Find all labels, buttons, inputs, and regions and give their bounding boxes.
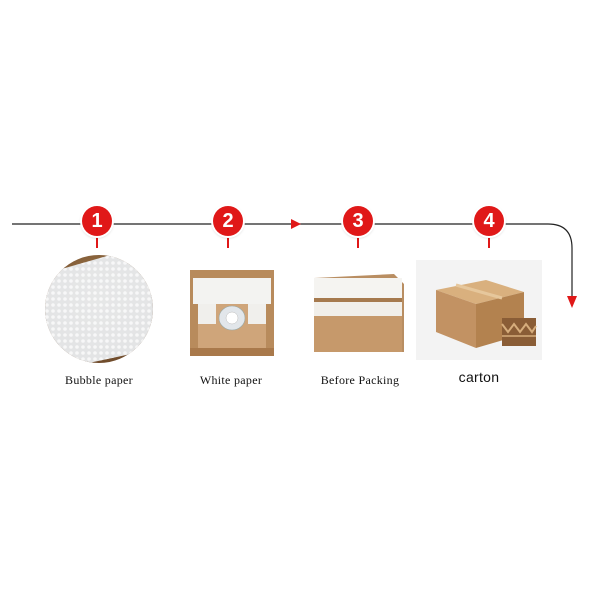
step-1-badge: 1 [82, 206, 112, 236]
step-4-caption: carton [458, 369, 500, 385]
flow-arrow-down-icon [567, 296, 577, 308]
flow-arrow-icon [291, 219, 301, 229]
step-4-stem [488, 234, 490, 248]
step-1-stem [96, 234, 98, 248]
step-3-stem [357, 234, 359, 248]
open-box-white-paper-icon [190, 270, 274, 356]
step-2-stem [227, 234, 229, 248]
bubble-wrap-icon [45, 255, 153, 363]
step-2-caption: White paper [199, 373, 263, 387]
step-3-caption: Before Packing [320, 373, 400, 387]
step-3-badge: 3 [343, 206, 373, 236]
step-4-badge: 4 [474, 206, 504, 236]
corrugated-carton-icon [416, 260, 542, 360]
closed-box-icon [314, 274, 404, 352]
step-1-caption: Bubble paper [65, 373, 133, 387]
step-2-badge: 2 [213, 206, 243, 236]
